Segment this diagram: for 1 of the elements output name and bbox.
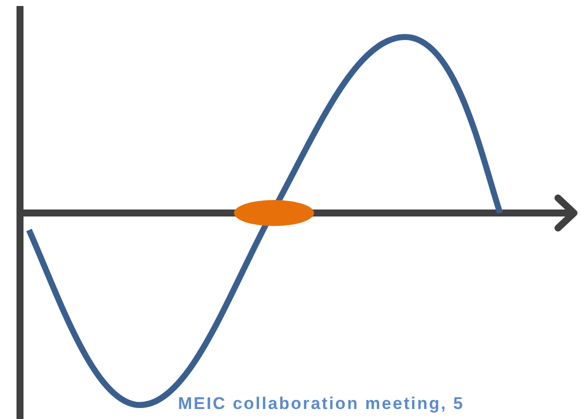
footer-text: MEIC collaboration meeting, 5 [178,394,464,414]
